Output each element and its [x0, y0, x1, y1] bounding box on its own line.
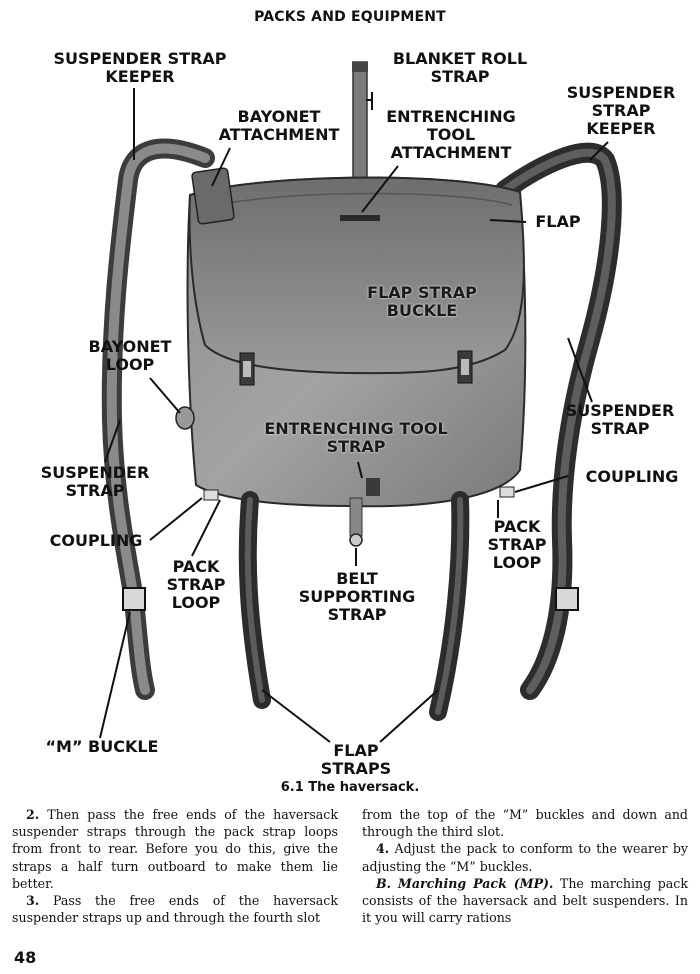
- label-entrenching-tool-attachment: ENTRENCHING TOOL ATTACHMENT: [386, 107, 516, 162]
- belt-supporting-strap: [349, 497, 363, 537]
- figure-caption: 6.1 The haversack.: [280, 780, 420, 795]
- label-suspender-strap-keeper-left: SUSPENDER STRAP KEEPER: [53, 49, 227, 86]
- text-column-right: from the top of the “M” buckles and down…: [362, 806, 688, 926]
- label-suspender-strap-left: SUSPENDER STRAP: [40, 463, 150, 500]
- m-buckle-left: [122, 587, 146, 611]
- paragraph-b: B. Marching Pack (MP). The marching pack…: [362, 875, 688, 926]
- paragraph-3-continued: from the top of the “M” buckles and down…: [362, 807, 688, 840]
- m-buckle-right: [555, 587, 579, 611]
- label-flap: FLAP: [535, 212, 581, 231]
- coupling-right: [499, 486, 515, 498]
- label-m-buckle: “M” BUCKLE: [45, 737, 159, 756]
- entrenching-tool-strap-buckle: [366, 478, 380, 496]
- label-suspender-strap-right: SUSPENDER STRAP: [565, 401, 675, 438]
- page-number: 48: [14, 948, 37, 967]
- label-belt-supporting-strap: BELT SUPPORTING STRAP: [298, 569, 416, 624]
- label-coupling-left: COUPLING: [49, 531, 143, 550]
- entrenching-tool-attachment: [340, 215, 380, 221]
- paragraph-4: 4. Adjust the pack to conform to the wea…: [362, 841, 688, 874]
- paragraph-2: 2. Then pass the free ends of the havers…: [12, 807, 338, 891]
- running-header: PACKS AND EQUIPMENT: [254, 9, 446, 25]
- label-coupling-right: COUPLING: [585, 467, 679, 486]
- label-suspender-strap-keeper-right: SUSPENDER STRAP KEEPER: [566, 83, 676, 138]
- label-pack-strap-loop-right: PACK STRAP LOOP: [487, 517, 547, 572]
- text-column-left: 2. Then pass the free ends of the havers…: [12, 806, 338, 926]
- label-blanket-roll-strap: BLANKET ROLL STRAP: [392, 49, 528, 86]
- label-flap-strap-buckle: FLAP STRAP BUCKLE: [367, 283, 477, 320]
- coupling-left: [203, 489, 219, 501]
- label-flap-straps: FLAP STRAPS: [320, 741, 392, 778]
- label-bayonet-loop: BAYONET LOOP: [88, 337, 172, 374]
- paragraph-3: 3. Pass the free ends of the haversack s…: [12, 893, 338, 926]
- label-bayonet-attachment: BAYONET ATTACHMENT: [218, 107, 340, 144]
- haversack-illustration: [99, 61, 622, 743]
- label-entrenching-tool-strap: ENTRENCHING TOOL STRAP: [264, 419, 448, 456]
- haversack-flap: [188, 176, 525, 375]
- label-pack-strap-loop-left: PACK STRAP LOOP: [166, 557, 226, 612]
- bayonet-attachment-tab: [191, 167, 235, 225]
